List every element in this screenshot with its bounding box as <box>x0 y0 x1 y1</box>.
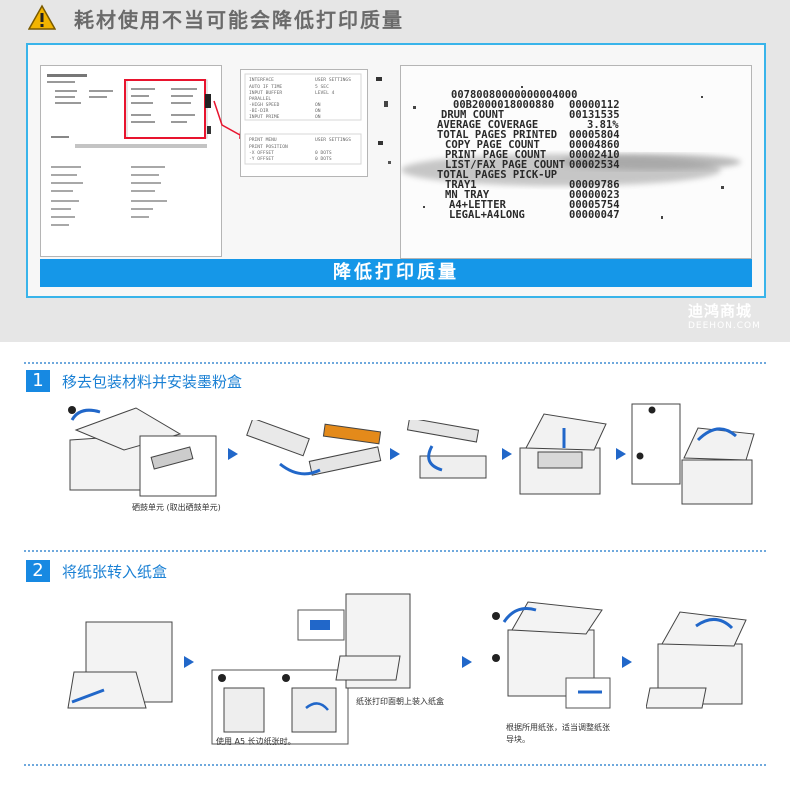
divider-1 <box>24 362 766 364</box>
watermark-en: DEEHON.COM <box>688 321 761 331</box>
panel-row-4-value: ON <box>315 102 321 108</box>
panel2-row-3-value: 0 DOTS <box>315 156 332 162</box>
counter-line-7-value: 00002410 <box>569 149 620 161</box>
panel2-row-2-label: -X OFFSET <box>249 150 274 156</box>
panel2-row-3-label: -Y OFFSET <box>249 156 274 162</box>
panel-row-3-label: PARALLEL <box>249 96 271 102</box>
settings-report-page <box>40 65 222 257</box>
counter-line-4-value: 3.81% <box>587 119 619 131</box>
watermark-bottom: 迪鸿商城 DEEHON.COM <box>688 766 761 797</box>
panel-row-5-label: -BI-DIR <box>249 108 269 114</box>
toner-install-illustration <box>406 420 487 479</box>
step-1-title: 移去包装材料并安装墨粉盒 <box>62 373 243 391</box>
counter-report-page: 00780080000000004000 00B2000018000880 00… <box>400 65 752 259</box>
quality-banner: 降低打印质量 <box>40 259 752 287</box>
panel-row-6-value: ON <box>315 114 321 120</box>
tray-load-illustration <box>297 593 411 689</box>
counter-line-11-label: MN TRAY <box>445 189 490 201</box>
panel-row-2-value: LEVEL 4 <box>315 90 335 96</box>
divider-3 <box>24 764 766 766</box>
step-1-caption: 硒鼓单元 (取出硒鼓单元) <box>132 503 221 512</box>
step-arrow-2c <box>622 656 632 668</box>
panel-row-5-value: ON <box>315 108 321 114</box>
counter-line-12-value: 00005754 <box>569 199 620 211</box>
printer-ready-illustration <box>646 611 747 709</box>
settings-report-content <box>47 74 211 226</box>
panel2-row-1-label: PRINT POSITION <box>249 144 288 150</box>
step-2-number: 2 <box>26 560 50 582</box>
counter-line-3-value: 00131535 <box>569 109 620 121</box>
step-arrow-1c <box>502 448 512 460</box>
counter-line-5-value: 00005804 <box>569 129 620 141</box>
watermark-bottom-en: DEEHON.COM <box>688 787 761 797</box>
printer-open-illustration <box>68 406 217 497</box>
watermark-cn: 迪鸿商城 <box>688 302 753 320</box>
panel-row-4-label: -HIGH SPEED <box>249 102 280 108</box>
counter-line-13-label: LEGAL+A4LONG <box>449 209 525 221</box>
counter-line-4-label: AVERAGE COVERAGE <box>437 119 538 131</box>
counter-line-11-value: 00000023 <box>569 189 620 201</box>
counter-line-7-label: PRINT PAGE COUNT <box>445 149 546 161</box>
step-2-caption-a: 使用 A5 长边纸张时。 <box>216 737 296 746</box>
warning-title: 耗材使用不当可能会降低打印质量 <box>74 8 404 32</box>
zoomed-settings-panel: INTERFACE USER SETTINGS AUTO IF TIME 5 S… <box>240 69 368 177</box>
step-2-title: 将纸张转入纸盒 <box>62 563 168 581</box>
panel-row-1-value: 5 SEC <box>315 84 329 90</box>
printer-close-illustration <box>631 403 755 505</box>
counter-line-8-label: LIST/FAX PAGE COUNT <box>445 159 565 171</box>
panel-row-6-label: INPUT PRIME <box>249 114 280 120</box>
counter-line-8-value: 00002534 <box>569 159 620 171</box>
step-2-caption-b: 纸张打印面朝上装入纸盒 <box>356 697 444 706</box>
quality-example-frame: INTERFACE USER SETTINGS AUTO IF TIME 5 S… <box>26 43 766 298</box>
counter-line-6-label: COPY PAGE COUNT <box>445 139 540 151</box>
toner-unpack-illustration <box>246 420 382 476</box>
counter-line-2-label: 00B2000018000880 <box>453 99 554 111</box>
step-2-caption-c-line1: 根据所用纸张，适当调整纸张 <box>506 723 610 732</box>
panel-head-left: INTERFACE <box>249 77 274 83</box>
paper-adjust-illustration <box>492 601 611 709</box>
panel-head-right: USER SETTINGS <box>315 77 351 83</box>
watermark-bottom-cn: 迪鸿商城 <box>688 768 753 786</box>
step-arrow-1a <box>228 448 238 460</box>
printer-insert-illustration <box>519 413 607 495</box>
panel2-head-left: PRINT MENU <box>249 137 277 143</box>
counter-line-6-value: 00004860 <box>569 139 620 151</box>
warning-triangle-icon <box>28 4 56 30</box>
counter-line-2-value: 00000112 <box>569 99 620 111</box>
panel2-row-2-value: 0 DOTS <box>315 150 332 156</box>
step-arrow-1d <box>616 448 626 460</box>
step-1-number: 1 <box>26 370 50 392</box>
counter-line-3-label: DRUM COUNT <box>441 109 504 121</box>
zoomed-settings-content: INTERFACE USER SETTINGS AUTO IF TIME 5 S… <box>244 73 362 165</box>
smudge-marks <box>376 77 391 164</box>
paper-guide-illustration <box>211 669 349 745</box>
divider-2 <box>24 550 766 552</box>
counter-line-10-value: 00009786 <box>569 179 620 191</box>
step-arrow-2a <box>184 656 194 668</box>
counter-line-1-label: 00780080000000004000 <box>451 89 577 101</box>
tray-pull-illustration <box>67 621 173 709</box>
panel2-head-right: USER SETTINGS <box>315 137 351 143</box>
quality-warning-section: 耗材使用不当可能会降低打印质量 <box>0 0 790 342</box>
counter-report-content: 00780080000000004000 00B2000018000880 00… <box>401 86 741 221</box>
panel-row-1-label: AUTO IF TIME <box>249 84 282 90</box>
counter-line-10-label: TRAY1 <box>445 179 477 191</box>
step-arrow-2b <box>462 656 472 668</box>
step-2-caption-c-line2: 导块。 <box>506 735 530 744</box>
counter-line-5-label: TOTAL PAGES PRINTED <box>437 129 557 141</box>
counter-line-13-value: 00000047 <box>569 209 620 221</box>
step-arrow-1b <box>390 448 400 460</box>
counter-line-12-label: A4+LETTER <box>449 199 507 211</box>
counter-line-9-label: TOTAL PAGES PICK-UP <box>437 169 557 181</box>
watermark-top: 迪鸿商城 DEEHON.COM <box>688 300 761 331</box>
panel-row-2-label: INPUT BUFFER <box>249 90 282 96</box>
